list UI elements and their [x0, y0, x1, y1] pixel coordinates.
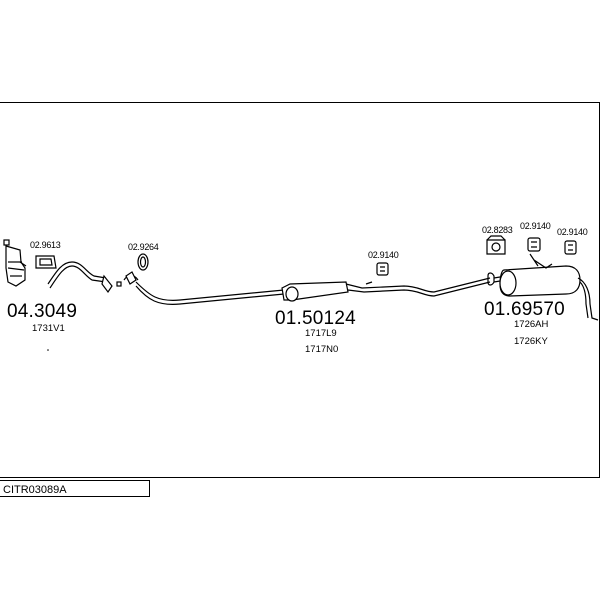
rear-silencer-drawing — [487, 253, 599, 321]
accessory-label-02-9140-middle: 02.9140 — [368, 250, 399, 260]
front-pipe-drawing — [47, 261, 122, 294]
rear-accessories-drawing — [486, 235, 577, 255]
diagram-frame — [0, 102, 600, 478]
accessory-label-02-9613: 02.9613 — [30, 240, 61, 250]
hanger-02-9140-middle-drawing — [376, 262, 389, 276]
accessory-label-02-9140-rear-b: 02.9140 — [557, 227, 588, 237]
part-number-catalyst: 04.3049 — [7, 301, 78, 322]
part-number-middle-silencer: 01.50124 — [275, 308, 356, 329]
catalytic-converter-drawing — [3, 239, 27, 287]
accessory-label-02-8283: 02.8283 — [482, 225, 513, 235]
system-code: CITR03089A — [3, 484, 67, 496]
oe-number-1731v1: 1731V1 — [32, 323, 65, 334]
middle-pipe-drawing — [123, 271, 491, 305]
oe-number-1726ah: 1726AH — [514, 319, 549, 330]
oe-number-1717n0: 1717N0 — [305, 344, 339, 355]
system-code-box: CITR03089A — [0, 480, 150, 497]
accessory-label-02-9264: 02.9264 — [128, 242, 159, 252]
leader-dots — [47, 349, 49, 351]
ring-02-9264-drawing — [137, 253, 149, 271]
oe-number-1717l9: 1717L9 — [305, 328, 337, 339]
gasket-02-9613-drawing — [35, 255, 57, 269]
oe-number-1726ky: 1726KY — [514, 336, 548, 347]
accessory-label-02-9140-rear-a: 02.9140 — [520, 221, 551, 231]
part-number-rear-silencer: 01.69570 — [484, 299, 565, 320]
